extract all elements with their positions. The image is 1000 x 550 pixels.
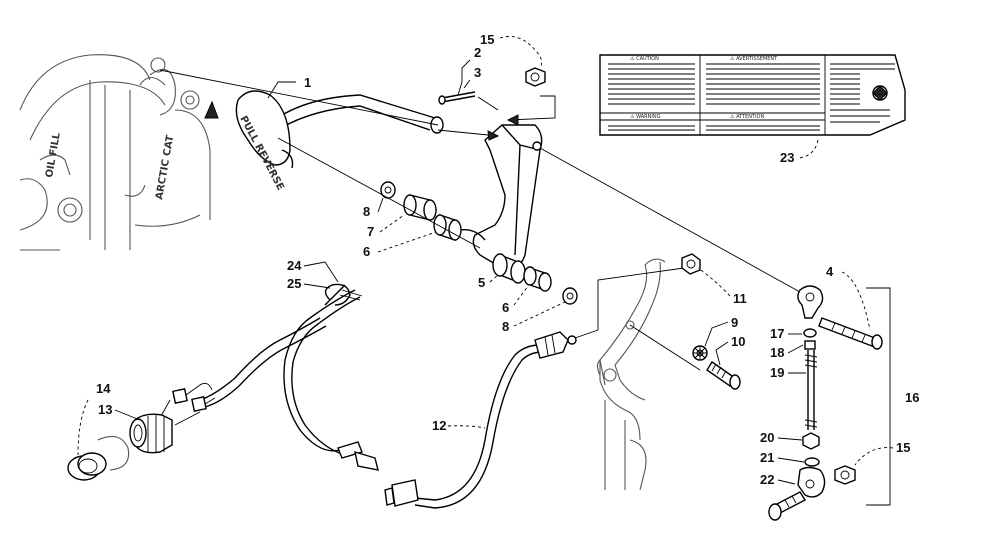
callout-25: 25 (287, 276, 301, 291)
assembly-reference-lines (159, 69, 801, 293)
decal-heading-2: ⚠ AVERTISSEMENT (730, 56, 778, 62)
tie-rod-assembly (768, 285, 883, 521)
callout-15-lower: 15 (896, 440, 910, 455)
callout-6-upper: 6 (363, 244, 370, 259)
callout-21: 21 (760, 450, 774, 465)
pivot-hardware (380, 181, 578, 305)
callout-1: 1 (304, 75, 311, 90)
callout-5: 5 (478, 275, 485, 290)
cotter-pin (438, 91, 476, 105)
hood-brand-text: ARCTIC CAT (154, 134, 176, 200)
decal-heading-1: ⚠ CAUTION (630, 56, 659, 62)
callout-16: 16 (905, 390, 919, 405)
decal-text-lines (608, 63, 895, 131)
callout-4: 4 (826, 264, 834, 279)
callout-6-lower: 6 (502, 300, 509, 315)
callouts: 1 15 2 3 8 7 6 5 6 8 11 9 10 12 24 25 14 (77, 32, 919, 487)
reverse-handle (235, 90, 444, 169)
ignition-switch-13 (129, 413, 173, 454)
callout-11: 11 (733, 291, 747, 306)
callout-15-top: 15 (480, 32, 494, 47)
oil-fill-text: OIL FILL (44, 131, 63, 178)
callout-23: 23 (780, 150, 794, 165)
shift-lever (459, 124, 543, 271)
decal-heading-4: ⚠ ATTENTION (730, 114, 764, 120)
callout-2: 2 (474, 45, 481, 60)
callout-7: 7 (367, 224, 374, 239)
wiring-harness (159, 283, 379, 471)
reverse-cable (384, 329, 599, 509)
mounting-bracket (596, 258, 701, 491)
callout-14: 14 (96, 381, 111, 396)
assembly-bracket-16 (866, 287, 891, 506)
callout-9: 9 (731, 315, 738, 330)
star-washer-9 (692, 345, 708, 361)
callout-20: 20 (760, 430, 774, 445)
callout-10: 10 (731, 334, 745, 349)
callout-8-lower: 8 (502, 319, 509, 334)
callout-24: 24 (287, 258, 302, 273)
callout-8-upper: 8 (363, 204, 370, 219)
warning-decal: ⚠ CAUTION ⚠ AVERTISSEMENT ⚠ WARNING ⚠ AT… (599, 54, 906, 136)
switch-nut-14 (67, 435, 130, 481)
callout-12: 12 (432, 418, 446, 433)
callout-3: 3 (474, 65, 481, 80)
callout-18: 18 (770, 345, 784, 360)
lock-nut-top (525, 67, 546, 87)
callout-17: 17 (770, 326, 784, 341)
bushing-11 (681, 253, 701, 275)
decal-heading-3: ⚠ WARNING (630, 114, 661, 120)
callout-13: 13 (98, 402, 112, 417)
callout-22: 22 (760, 472, 774, 487)
bolt-10 (706, 361, 741, 390)
callout-19: 19 (770, 365, 784, 380)
